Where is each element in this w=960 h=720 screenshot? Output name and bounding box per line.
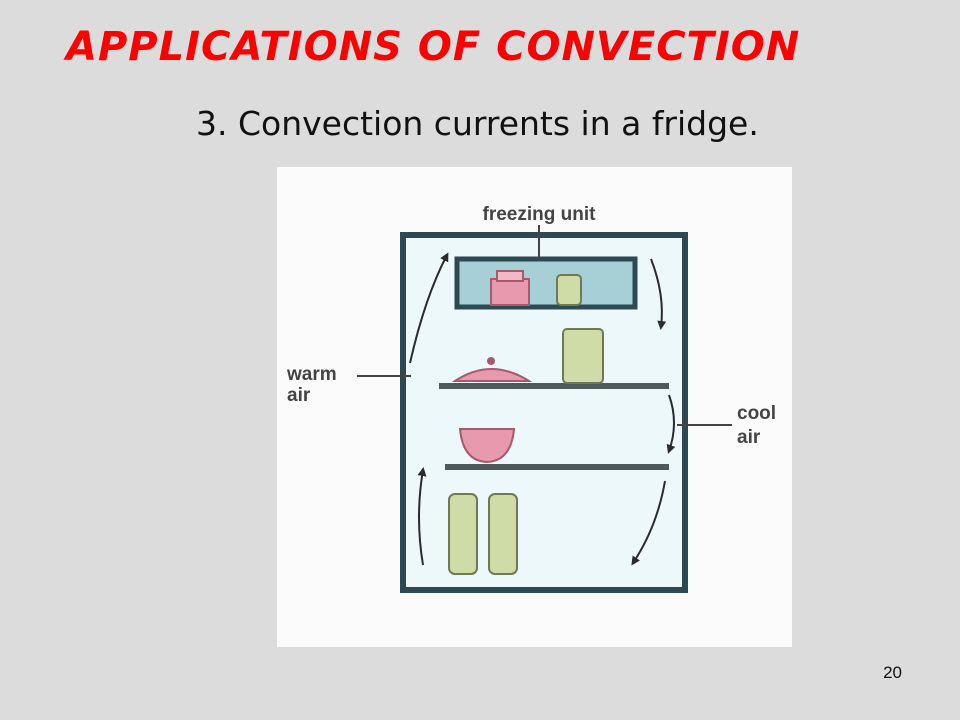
cool-air-label-line1: cool [737, 403, 776, 424]
cool-air-arrow-middle [666, 394, 676, 454]
shelf-middle [445, 464, 669, 470]
freezer-box [490, 278, 530, 306]
freezer-jar [556, 274, 582, 306]
cool-air-arrow-upper [650, 258, 667, 330]
slide-subtitle: 3. Convection currents in a fridge. [196, 104, 759, 143]
freezing-unit-label: freezing unit [483, 204, 597, 225]
bottle-left [448, 493, 478, 575]
tall-jar [562, 328, 604, 384]
cool-air-label-line2: air [737, 427, 761, 448]
fridge-diagram: freezing unit warm air cool air [277, 167, 792, 647]
freezing-unit [454, 256, 638, 310]
shelf-top [439, 383, 669, 389]
fridge-svg: freezing unit warm air cool air [286, 204, 776, 593]
warm-air-arrow-upper [409, 252, 449, 364]
warm-air-label-line1: warm [286, 364, 337, 385]
bottle-right [488, 493, 518, 575]
dish-knob [487, 357, 495, 365]
warm-air-label-line2: air [287, 385, 311, 406]
page-number: 20 [883, 663, 902, 682]
warm-air-arrow-lower [417, 467, 427, 566]
cool-air-arrow-lower [631, 480, 666, 566]
freezer-box-lid [496, 270, 524, 282]
slide-title: APPLICATIONS OF CONVECTION [66, 24, 801, 70]
covered-dish [451, 368, 533, 382]
bowl [458, 428, 516, 464]
